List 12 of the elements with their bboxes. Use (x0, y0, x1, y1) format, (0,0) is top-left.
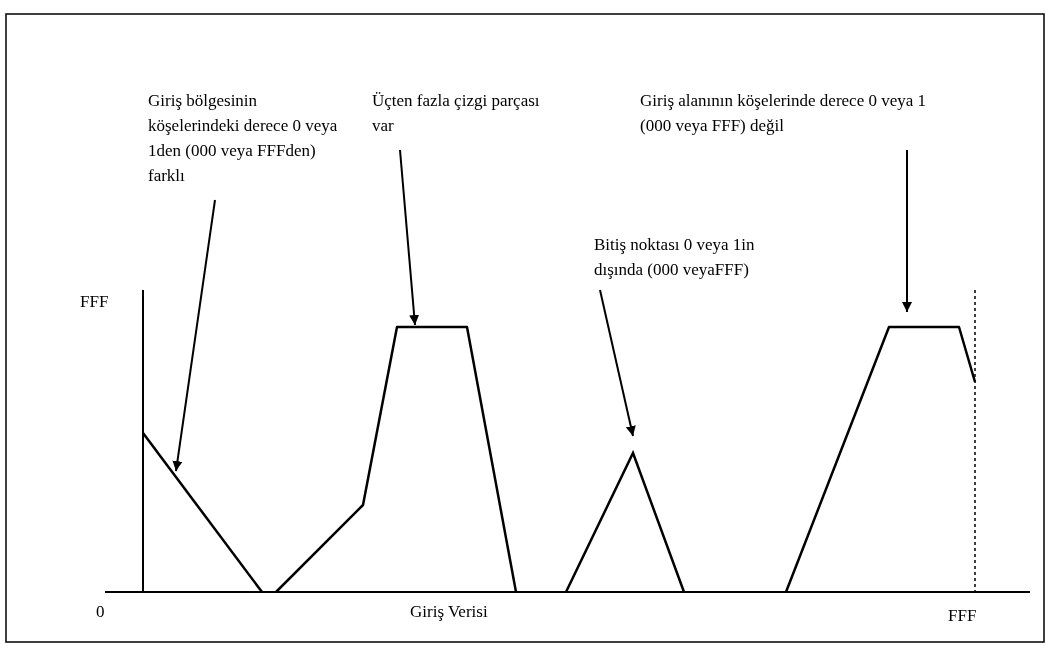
arrow (172, 199, 216, 473)
arrow (599, 289, 636, 437)
callout-text: Giriş bölgesinin köşelerindeki derece 0 veya 1den (000 veya FFFden) farklı (148, 88, 348, 188)
callout-text: Bitiş noktası 0 veya 1in dışında (000 veyaFFF) (594, 232, 794, 282)
axis-title: Giriş Verisi (410, 602, 488, 622)
callout-text: Giriş alanının köşelerinde derece 0 veya 1 (000 veya FFF) değil (640, 88, 960, 138)
arrow (902, 149, 912, 313)
axis-label: FFF (948, 606, 977, 626)
arrow (399, 149, 420, 326)
axis-label: FFF (80, 292, 109, 312)
callout-text: Üçten fazla çizgi parçası var (372, 88, 542, 138)
axis-label: 0 (96, 602, 105, 622)
